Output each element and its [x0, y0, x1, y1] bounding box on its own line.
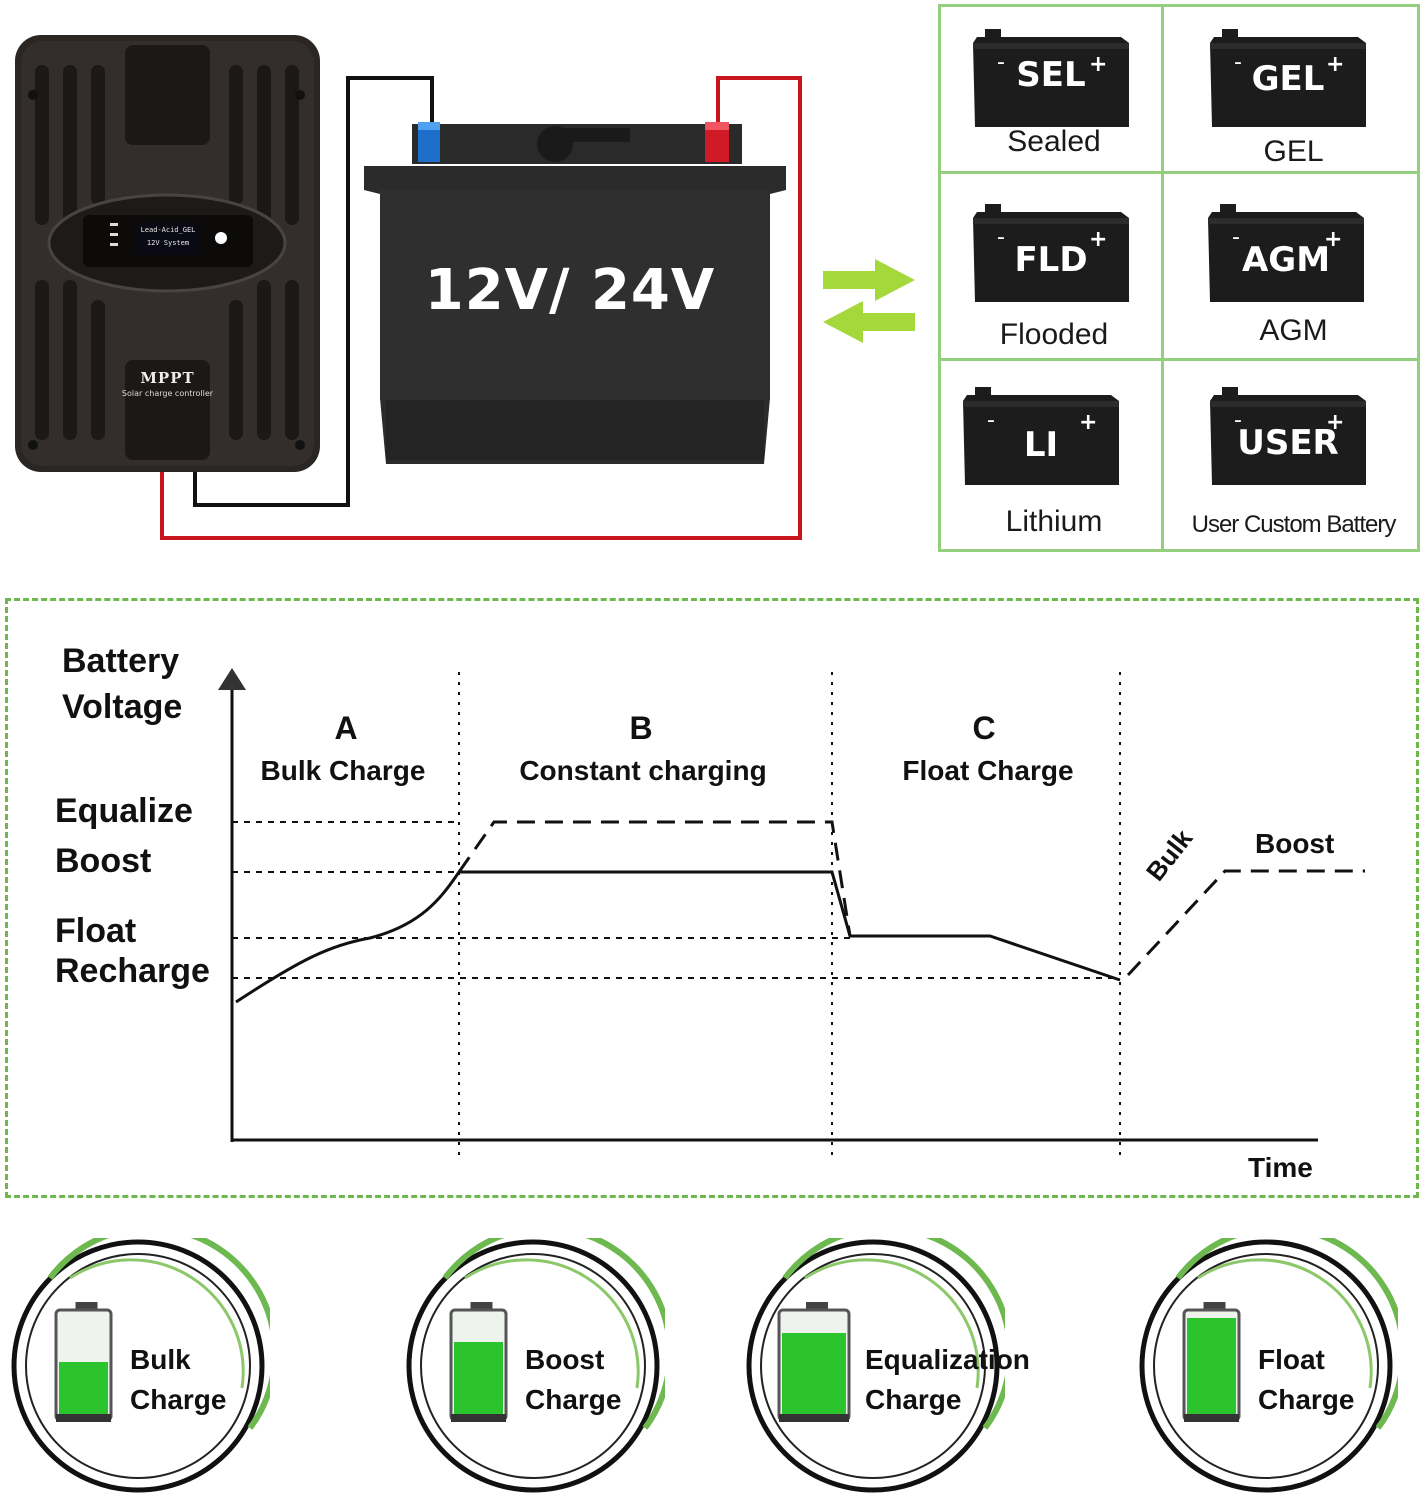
controller-screen-line1: Lead-Acid_GEL: [140, 226, 196, 234]
level-label-equalize: Equalize: [55, 792, 193, 830]
stage-label-line1: Float: [1258, 1344, 1325, 1375]
battery-level-icon: [1182, 1302, 1241, 1422]
controller-body: [15, 35, 320, 472]
battery-level-icon: [54, 1302, 113, 1422]
svg-text:+: +: [1324, 227, 1342, 252]
svg-text:-: -: [997, 50, 1005, 75]
phase-a-letter: A: [334, 710, 358, 746]
stage-label-line1: Bulk: [130, 1344, 191, 1375]
level-label-boost: Boost: [55, 842, 152, 880]
svg-text:-: -: [1234, 408, 1242, 433]
battery-icon: -+: [973, 204, 1129, 302]
svg-text:+: +: [1089, 227, 1107, 252]
stage-ring-icon: [11, 1238, 270, 1493]
battery-type-code: FLD: [1014, 240, 1088, 280]
phase-b-name: Constant charging: [519, 755, 767, 786]
level-label-float: Float: [55, 912, 137, 950]
stage-ring-icon: [746, 1238, 1005, 1493]
stage-label-line2: Charge: [525, 1384, 622, 1415]
battery-type-name: User Custom Battery: [1191, 511, 1397, 538]
positive-wire: [160, 76, 802, 540]
battery-icon: -+: [1208, 204, 1364, 302]
stage-ring-icon: [1139, 1238, 1398, 1493]
stage-label-line2: Charge: [865, 1384, 962, 1415]
controller-brand: MPPT: [140, 369, 195, 387]
battery-icon: -+: [963, 387, 1119, 485]
phase-c-name: Float Charge: [902, 755, 1074, 786]
svg-text:+: +: [1079, 410, 1097, 435]
battery-type-name: AGM: [1259, 314, 1328, 347]
battery-type-name: GEL: [1263, 135, 1324, 168]
stage-label-line1: Boost: [525, 1344, 605, 1375]
battery-type-name: Lithium: [1005, 505, 1103, 538]
wiring-diagram: [160, 76, 802, 540]
level-label-recharge: Recharge: [55, 952, 210, 990]
negative-wire: [193, 76, 434, 507]
stage-label-line2: Charge: [130, 1384, 227, 1415]
controller-subtitle: Solar charge controller: [121, 389, 214, 398]
phase-b-letter: B: [629, 710, 653, 746]
svg-text:-: -: [997, 225, 1005, 250]
battery-icon: -+: [973, 29, 1129, 127]
stage-label-line1: Equalization: [865, 1344, 1030, 1375]
arrow-right-icon: [823, 259, 915, 301]
controller-screen-line2: 12V System: [146, 239, 190, 247]
mppt-controller: Lead-Acid_GEL 12V System MPPT Solar char…: [15, 35, 320, 472]
stage-ring-icon: [406, 1238, 665, 1493]
svg-text:+: +: [1089, 52, 1107, 77]
battery-level-icon: [449, 1302, 508, 1422]
x-axis-title: Time: [1248, 1152, 1313, 1183]
battery-level-icon: [777, 1302, 851, 1422]
annotation-boost: Boost: [1255, 828, 1335, 859]
battery-type-code: GEL: [1251, 59, 1325, 99]
svg-text:+: +: [1326, 52, 1344, 77]
arrow-left-icon: [823, 301, 915, 343]
battery-type-name: Flooded: [999, 318, 1109, 351]
svg-text:-: -: [1232, 225, 1240, 250]
phase-c-letter: C: [972, 710, 996, 746]
battery-voltage-label: 12V/ 24V: [424, 258, 716, 323]
charging-curve-frame: [5, 598, 1419, 1198]
stage-label-line2: Charge: [1258, 1384, 1355, 1415]
bidirectional-arrows-icon: [823, 259, 915, 343]
svg-text:+: +: [1326, 410, 1344, 435]
battery-type-code: AGM: [1241, 240, 1331, 280]
battery-type-code: USER: [1237, 423, 1339, 463]
battery-icon: -+: [1210, 387, 1366, 485]
y-axis-title-line1: Battery: [62, 642, 180, 680]
battery-type-name: Sealed: [1007, 125, 1101, 158]
y-axis-title-line2: Voltage: [62, 688, 183, 726]
battery-icon: -+: [1210, 29, 1366, 127]
svg-text:-: -: [987, 408, 995, 433]
svg-text:-: -: [1234, 50, 1242, 75]
phase-a-name: Bulk Charge: [260, 755, 426, 786]
battery-type-code: LI: [1023, 425, 1059, 465]
battery-type-code: SEL: [1016, 55, 1086, 95]
battery-illustration: [364, 122, 786, 464]
